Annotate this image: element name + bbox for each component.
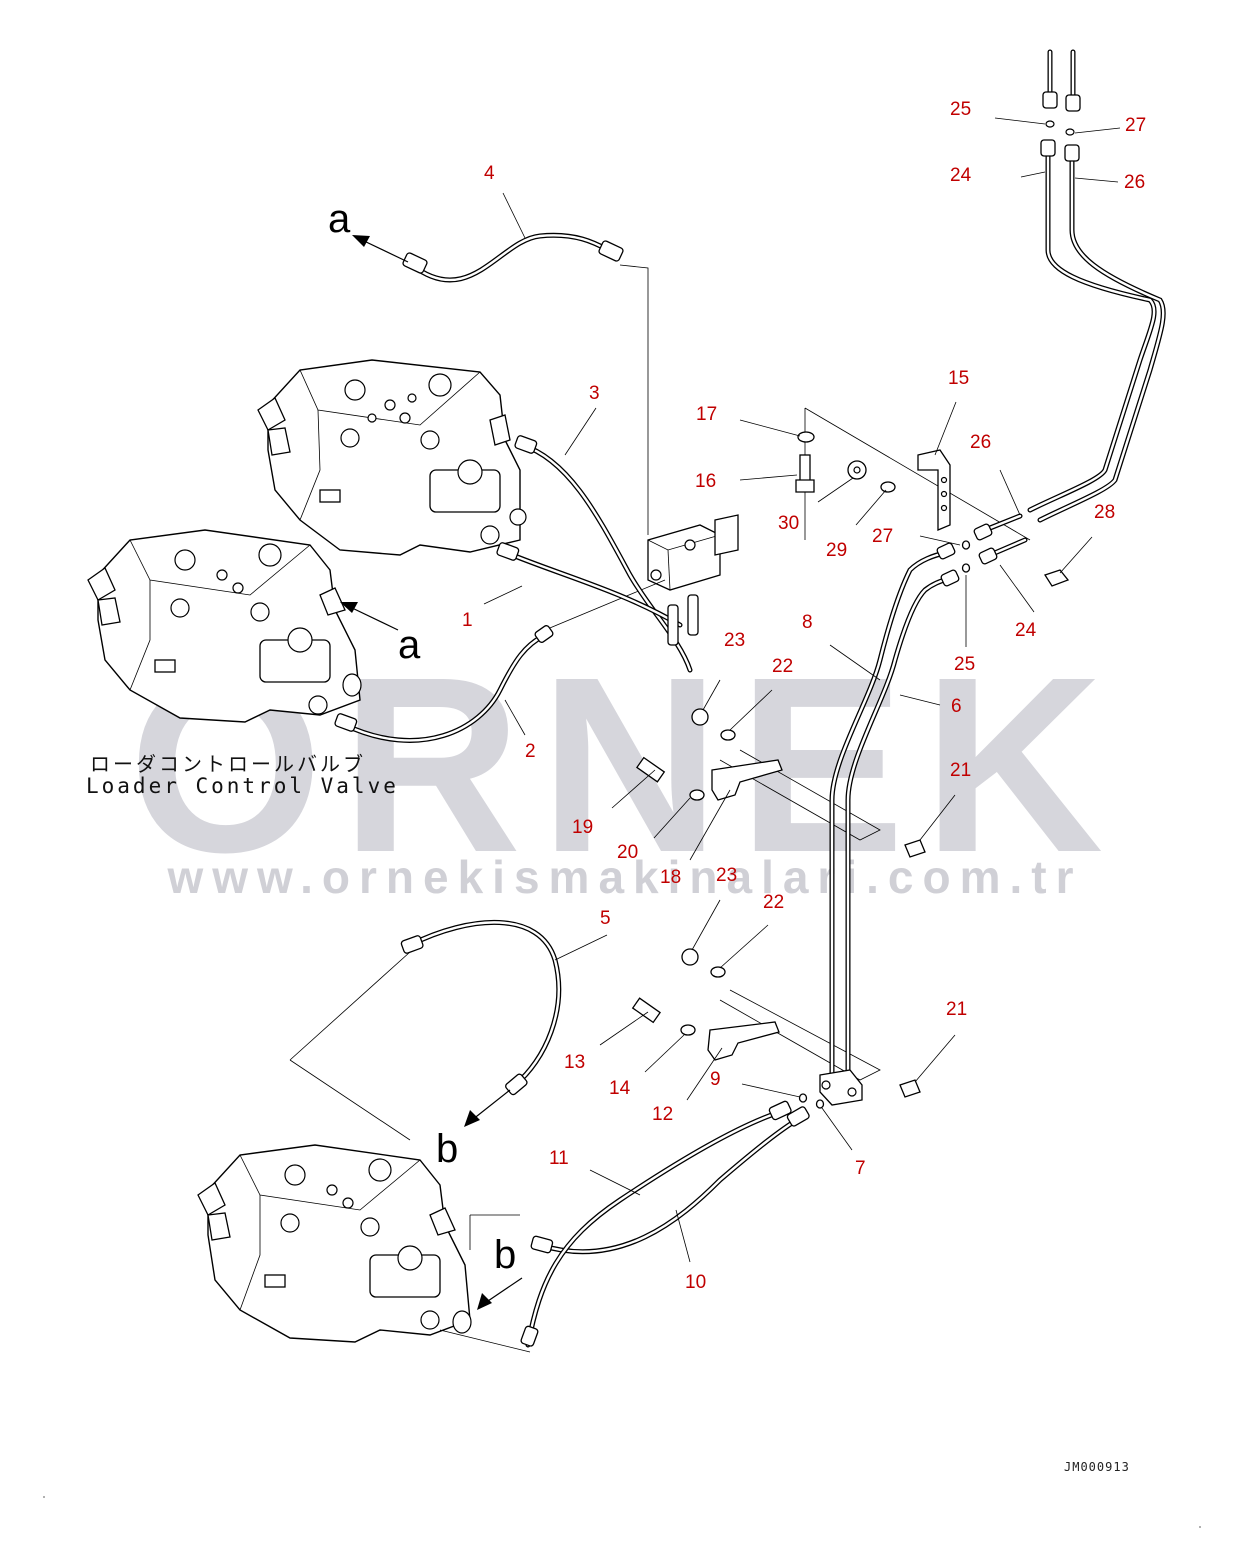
junction-block <box>647 514 739 591</box>
label-part-24b: 24 <box>950 165 972 186</box>
hose-5 <box>400 920 562 1096</box>
hose-1 <box>496 542 699 646</box>
label-part-25b: 25 <box>950 99 971 120</box>
reference-lines <box>289 264 1031 1353</box>
label-part-26a: 26 <box>970 432 991 453</box>
label-part-21a: 21 <box>950 760 971 781</box>
label-part-8: 8 <box>802 612 813 633</box>
hose-4 <box>402 232 624 283</box>
lower-clamp-set <box>631 948 921 1098</box>
label-part-23b: 23 <box>716 865 737 886</box>
label-leaders <box>483 117 1121 1263</box>
label-part-24a: 24 <box>1015 620 1037 641</box>
label-part-18: 18 <box>660 867 681 888</box>
caption-english: Loader Control Valve <box>86 774 399 798</box>
label-part-12: 12 <box>652 1104 673 1125</box>
label-part-15: 15 <box>948 368 969 389</box>
label-part-30: 30 <box>778 513 799 534</box>
caption-japanese: ローダコントロールバルブ <box>90 752 366 776</box>
label-part-20: 20 <box>617 842 638 863</box>
label-part-27a: 27 <box>872 526 893 547</box>
upper-hoses-top <box>1042 49 1081 136</box>
label-part-21b: 21 <box>946 999 967 1020</box>
label-part-6: 6 <box>951 696 962 717</box>
view-arrows <box>340 235 523 1310</box>
view-letter-a-mid: a <box>398 623 421 667</box>
label-part-3: 3 <box>589 383 600 404</box>
label-part-25a: 25 <box>954 654 975 675</box>
label-part-14: 14 <box>609 1078 631 1099</box>
label-part-17: 17 <box>696 404 717 425</box>
label-part-2: 2 <box>525 741 536 762</box>
label-part-22b: 22 <box>763 892 784 913</box>
label-part-5: 5 <box>600 908 611 929</box>
label-part-22a: 22 <box>772 656 793 677</box>
part-labels: 4 3 1 2 5 17 16 30 29 27 15 26 28 24 25 … <box>462 99 1146 1293</box>
label-part-26b: 26 <box>1124 172 1145 193</box>
label-part-27b: 27 <box>1125 115 1146 136</box>
label-part-7: 7 <box>855 1158 866 1179</box>
loader-control-valve-lower <box>197 1144 472 1343</box>
clip-28 <box>1044 569 1070 587</box>
hose-10 <box>530 1106 810 1255</box>
view-letter-b-bottom: b <box>494 1233 516 1277</box>
document-code: JM000913 <box>1064 1460 1130 1474</box>
bolt-16 <box>795 454 815 493</box>
label-part-4: 4 <box>484 163 495 184</box>
view-letter-b-top: b <box>436 1127 458 1171</box>
label-part-16: 16 <box>695 471 716 492</box>
loader-control-valve-upper <box>257 359 527 556</box>
bracket-15 <box>917 449 951 531</box>
tube-6-8 <box>819 542 960 1106</box>
upper-clamp-set <box>636 708 926 858</box>
label-part-23a: 23 <box>724 630 745 651</box>
label-part-29: 29 <box>826 540 847 561</box>
view-letter-a-top: a <box>328 197 351 241</box>
label-part-9: 9 <box>710 1069 721 1090</box>
nut-30 <box>847 460 867 480</box>
label-part-1: 1 <box>462 610 473 631</box>
label-part-13: 13 <box>564 1052 585 1073</box>
label-part-11: 11 <box>549 1148 569 1169</box>
hose-2 <box>334 625 554 743</box>
orings-small <box>798 540 971 1109</box>
hose-11 <box>520 1100 792 1348</box>
label-part-28: 28 <box>1094 502 1115 523</box>
washer-29 <box>880 481 896 493</box>
tube-24-26 <box>973 139 1166 565</box>
label-part-19: 19 <box>572 817 593 838</box>
washer-17 <box>797 431 815 443</box>
loader-control-valve-middle <box>87 529 362 723</box>
label-part-10: 10 <box>685 1272 706 1293</box>
